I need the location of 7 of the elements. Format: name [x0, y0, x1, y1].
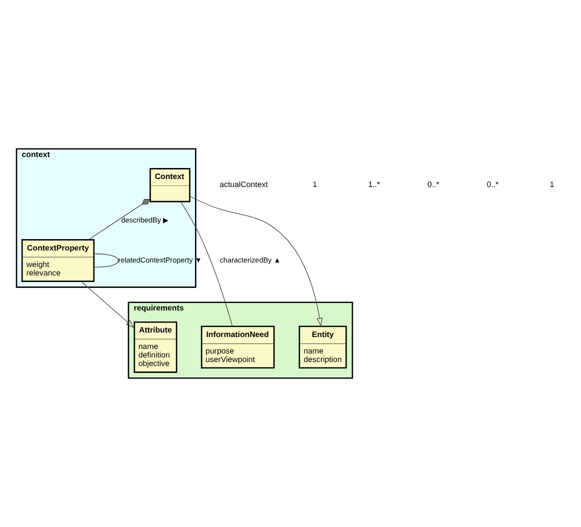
connector [89, 199, 150, 240]
arrow [82, 282, 134, 328]
edge-label: characterizedBy ▲ [220, 255, 281, 264]
connector [94, 254, 119, 268]
edge-label: describedBy ▶ [121, 216, 168, 225]
connector [180, 202, 233, 326]
arrow [190, 196, 323, 327]
